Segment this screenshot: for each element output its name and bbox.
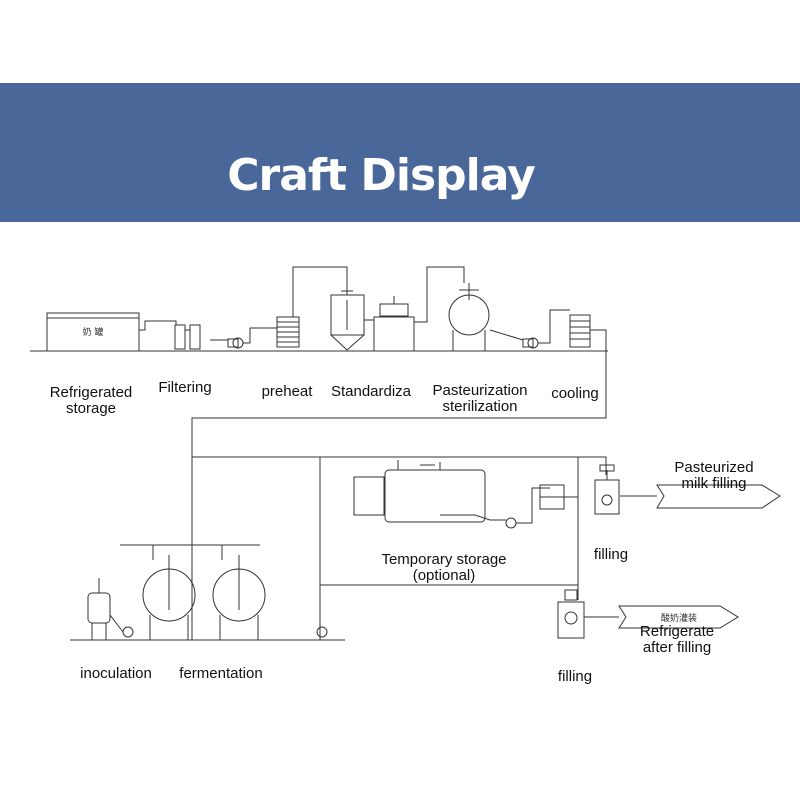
return-pipe (191, 329, 607, 640)
pump-4 (122, 626, 134, 638)
homogenizer (373, 316, 415, 352)
label-filling-bottom: filling (557, 668, 593, 685)
label-temporary-storage: Temporary storage (optional) (381, 551, 507, 584)
arrow-refrigerate (618, 605, 739, 629)
label-refrigerate-after: Refrigerate after filling (639, 623, 715, 656)
label-preheat: preheat (261, 383, 313, 400)
arrow-chinese-label: 酸奶灌装 (661, 612, 697, 624)
label-inoculation: inoculation (80, 665, 152, 682)
cooling-exchanger (569, 314, 591, 348)
arrow-pasteurized (656, 484, 781, 509)
filling-machine-bottom (557, 601, 585, 639)
label-pasteurized-milk: Pasteurized milk filling (674, 459, 754, 492)
pipe-overhead-2 (414, 266, 465, 323)
pasteurization-tank (448, 294, 490, 336)
label-refrigerated-storage: Refrigerated storage (49, 384, 133, 417)
temp-storage-panel (353, 476, 385, 516)
inoculation-tank (87, 592, 111, 624)
label-filtering: Filtering (158, 379, 212, 396)
filling-machine-right (594, 479, 620, 515)
label-pasteurization: Pasteurization sterilization (432, 382, 528, 415)
tank-label: 奶 罐 (83, 326, 104, 338)
label-standardiza: Standardiza (330, 383, 412, 400)
label-cooling: cooling (551, 385, 599, 402)
temp-storage-tank (384, 469, 486, 523)
label-filling-right: filling (593, 546, 629, 563)
filter-1 (174, 324, 186, 350)
pipe-overhead-1 (292, 266, 348, 317)
label-fermentation: fermentation (179, 665, 263, 682)
banner-title: Craft Display (227, 150, 536, 201)
pump-5 (316, 626, 328, 638)
title-banner (0, 83, 800, 222)
filter-2 (189, 324, 201, 350)
pump-3 (505, 517, 517, 529)
pipe-filter (139, 320, 177, 331)
raw-milk-tank (46, 312, 140, 352)
